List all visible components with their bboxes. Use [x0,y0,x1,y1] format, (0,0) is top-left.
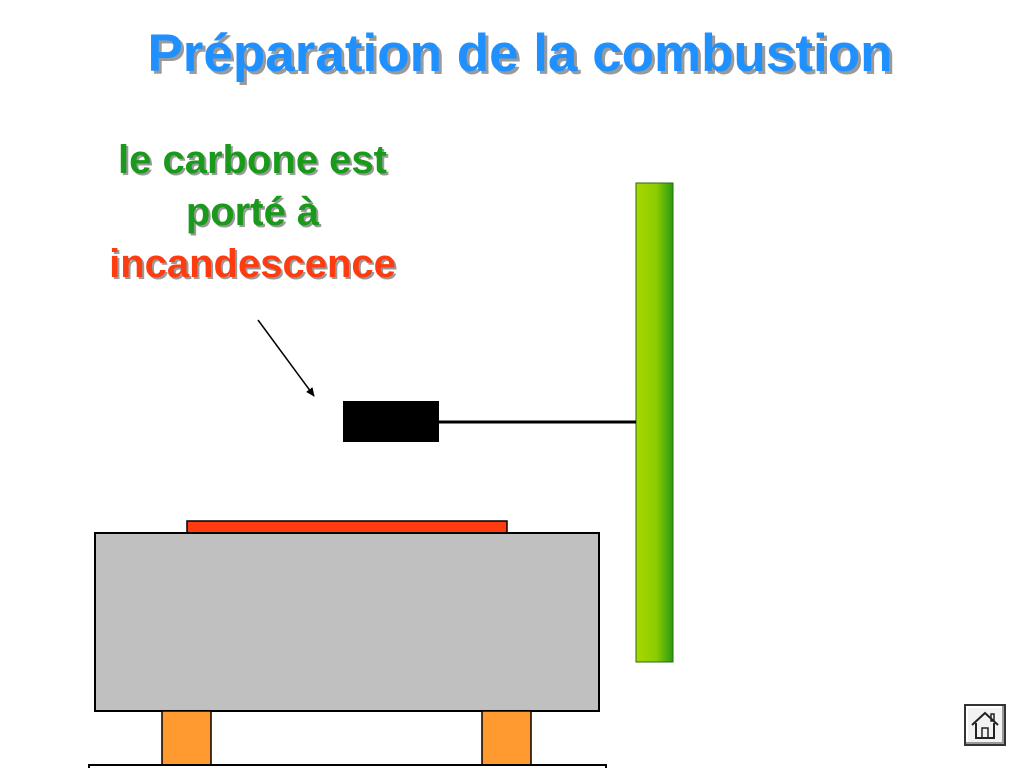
burner-body [94,532,600,712]
page-title: Préparation de la combustion [147,24,893,83]
burner-leg-right [481,710,532,768]
burner-base [88,764,607,768]
caption-line-1: le carbone est [117,138,387,182]
stand-rod [635,182,674,663]
carbon-sample [343,401,439,442]
pointer-arrow [257,319,315,397]
burner-leg-left [161,710,212,768]
caption-line-2: porté à [185,190,320,234]
heating-plate [186,520,508,534]
caption-text: le carbone est porté à incandescence [40,134,465,290]
home-button[interactable] [964,704,1006,746]
home-icon [971,711,999,739]
caption-line-3: incandescence [109,242,396,286]
